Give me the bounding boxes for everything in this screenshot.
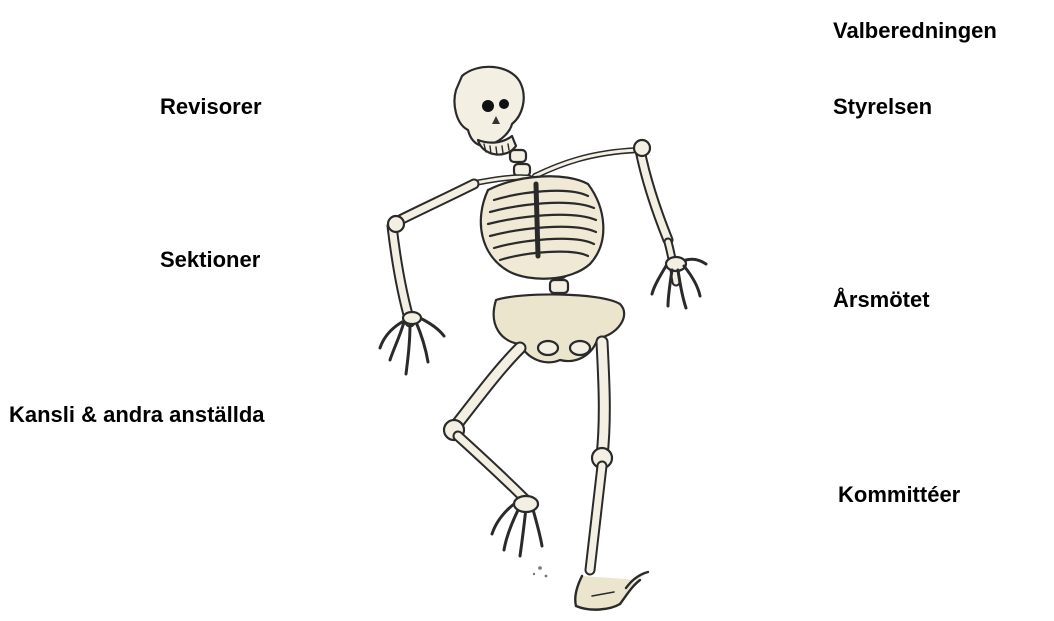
left-arm	[380, 184, 474, 374]
label-arsmotet: Årsmötet	[833, 289, 930, 311]
label-kansli: Kansli & andra anställda	[9, 404, 265, 426]
skull	[455, 67, 524, 155]
label-revisorer: Revisorer	[160, 96, 262, 118]
ribcage	[481, 176, 604, 278]
label-valberedningen: Valberedningen	[833, 20, 997, 42]
label-styrelsen: Styrelsen	[833, 96, 932, 118]
right-arm	[634, 140, 706, 308]
skeleton-illustration	[370, 60, 730, 620]
label-kommitteer: Kommittéer	[838, 484, 960, 506]
right-leg	[575, 342, 648, 610]
left-leg	[444, 348, 547, 577]
label-sektioner: Sektioner	[160, 249, 260, 271]
